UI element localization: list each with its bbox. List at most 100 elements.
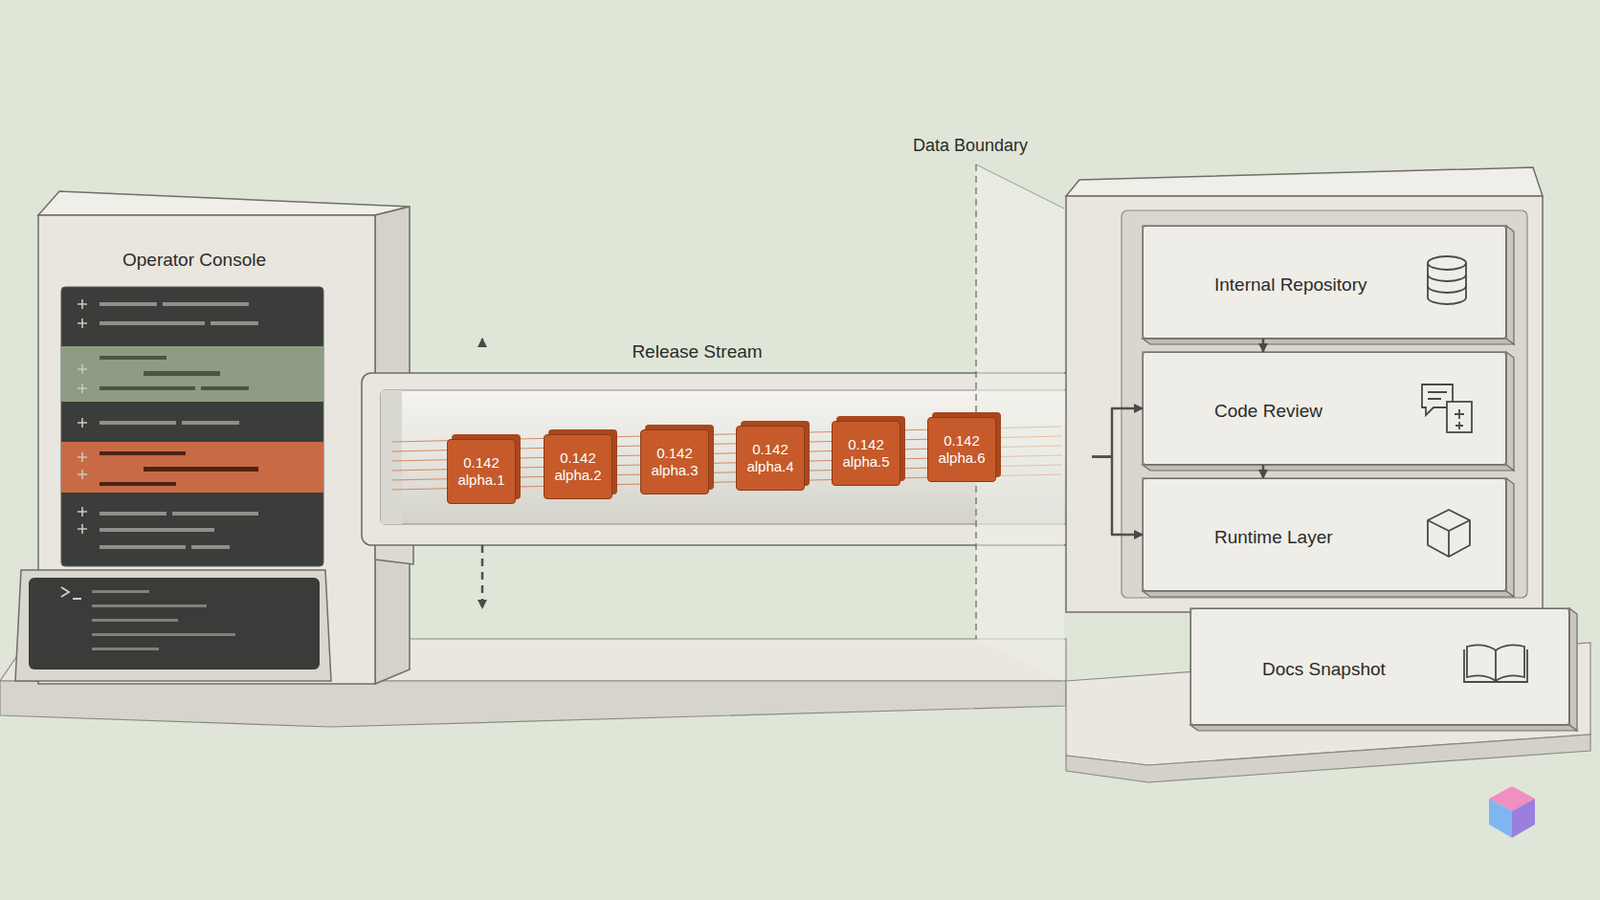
drawing-part (77, 507, 88, 517)
database-icon (1427, 256, 1467, 305)
right-housing (1066, 167, 1543, 613)
drawing-part (143, 466, 259, 472)
release-cube: 0.142 alpha.5 (831, 421, 901, 487)
drawing-part (172, 511, 259, 516)
stream-node: Release Stream 0.142 alpha.1 0.142 alpha.2… (361, 339, 1092, 546)
drawing-part (1495, 644, 1525, 682)
drawing-part (1506, 478, 1514, 598)
drawing-part (1427, 392, 1447, 400)
drawing-part (143, 371, 221, 377)
drawing-part (91, 590, 236, 651)
drawing-part (77, 383, 88, 394)
node-label: Release Stream (361, 341, 1033, 364)
drawing-part (28, 577, 320, 670)
drawing-part (77, 299, 88, 310)
drawing-part (975, 164, 977, 640)
version-label: 0.142 alpha.5 (835, 436, 897, 471)
drawing-part (1427, 510, 1470, 557)
drawing-part (99, 451, 259, 487)
logo-mark (1488, 786, 1535, 839)
drawing-part (1506, 225, 1514, 345)
drawing-part (99, 302, 259, 550)
drawing-part (91, 619, 178, 623)
drawing-part (61, 287, 324, 567)
drawing-part (1142, 338, 1514, 345)
flow-connector (1091, 457, 1143, 535)
drawing-part (181, 421, 240, 425)
version-label: 0.142 alpha.4 (739, 441, 801, 476)
drawing-part (99, 451, 186, 456)
node-label: Internal Repository (1214, 274, 1367, 297)
drawing-part (77, 524, 88, 534)
node-label: Operator Console (38, 249, 351, 272)
cube-icon (1427, 510, 1470, 557)
drawing-part (1446, 401, 1472, 433)
drawing-part (1142, 591, 1514, 598)
drawing-part (91, 604, 207, 608)
drawing-part (1142, 225, 1507, 339)
drawing-part (77, 299, 88, 534)
drawing-part (1142, 465, 1514, 471)
process-box: Docs Snapshot (1190, 608, 1570, 726)
drawing-part (91, 633, 236, 637)
drawing-part (77, 318, 88, 329)
drawing-part (38, 191, 410, 216)
drawing-part (77, 452, 88, 463)
drawing-part (1142, 478, 1507, 592)
flow-connector (1262, 465, 1266, 479)
drawing-part (380, 390, 1070, 525)
drawing-part (99, 386, 196, 391)
drawing-part (1464, 649, 1528, 683)
drawing-part (162, 302, 249, 307)
drawing-part (1427, 274, 1467, 293)
drawing-part (61, 346, 324, 402)
release-cube: 0.142 alpha.6 (927, 417, 997, 483)
drawing-part (1427, 263, 1467, 305)
drawing-part (976, 164, 1065, 209)
release-cube: 0.142 alpha.1 (446, 439, 516, 505)
drawing-part (99, 482, 177, 487)
drawing-part (1121, 210, 1528, 599)
review-icon (1422, 384, 1472, 433)
drawing-part (0, 681, 1067, 728)
drawing-part (1488, 799, 1512, 839)
book-icon (1464, 644, 1528, 683)
drawing-part (99, 511, 167, 516)
drawing-part (1454, 409, 1465, 430)
drawing-part (1506, 352, 1514, 471)
drawing-part (1190, 608, 1570, 726)
version-label: 0.142 alpha.3 (644, 444, 706, 480)
process-box: Runtime Layer (1142, 478, 1507, 592)
drawing-part (99, 321, 205, 326)
release-cube: 0.142 alpha.3 (640, 429, 710, 495)
node-label: Runtime Layer (1214, 527, 1334, 550)
version-label: 0.142 alpha.1 (450, 454, 512, 489)
region-label: Data Boundary (912, 135, 1028, 156)
release-cube: 0.142 alpha.4 (735, 425, 805, 491)
drawing-part (1569, 608, 1578, 732)
drawing-part (99, 545, 186, 550)
flow-connector (481, 338, 485, 340)
drawing-part (1066, 734, 1591, 783)
drawing-part (77, 418, 88, 428)
drawing-part (1427, 520, 1470, 557)
version-label: 0.142 alpha.2 (547, 449, 609, 485)
drawing-part (15, 570, 332, 682)
drawing-part (99, 302, 157, 307)
flow-connector (481, 545, 485, 609)
drawing-part (210, 321, 259, 326)
drawing-part (1066, 167, 1543, 197)
flow-connector (1091, 408, 1143, 458)
version-label: 0.142 alpha.6 (931, 432, 993, 467)
drawing-part (191, 545, 230, 550)
process-box: Internal Repository (1142, 225, 1507, 339)
drawing-part (99, 421, 177, 425)
drawing-part (380, 390, 402, 525)
drawing-part (99, 355, 249, 391)
console-node: Operator Console (38, 215, 376, 685)
drawing-part (77, 469, 88, 480)
node-label: Code Review (1214, 400, 1323, 423)
drawing-part (200, 386, 249, 391)
drawing-part (61, 442, 324, 493)
